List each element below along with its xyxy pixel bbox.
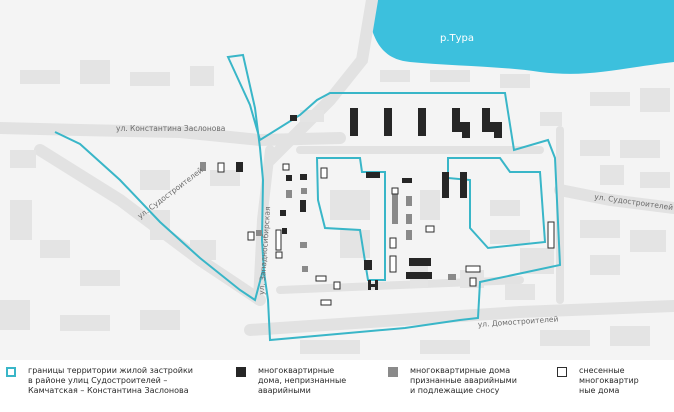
- emergency-buildings: [200, 162, 456, 280]
- legend-sound-label: многоквартирные дома, непризнанные авари…: [258, 366, 347, 395]
- legend-emergency-label: многоквартирные дома признанные аварийны…: [410, 366, 517, 395]
- river-label: р.Тура: [440, 33, 474, 44]
- road-domostroiteley: [244, 300, 674, 336]
- emergency-building-swatch-icon: [388, 367, 398, 377]
- road-sudostroiteley-east: [554, 184, 674, 214]
- road-north-diagonal: [264, 0, 378, 166]
- legend-demolished: снесенные многоквартир ные дома: [557, 366, 639, 396]
- map-legend: границы территории жилой застройки в рай…: [0, 360, 674, 412]
- demolished-buildings: [217, 162, 555, 306]
- legend-emergency: многоквартирные дома признанные аварийны…: [388, 366, 517, 396]
- territory-boundary-west: [54, 131, 264, 302]
- territory-boundary: [226, 53, 562, 342]
- sound-building-swatch-icon: [236, 367, 246, 377]
- background-buildings: [0, 60, 670, 354]
- legend-demolished-label: снесенные многоквартир ные дома: [579, 366, 639, 395]
- legend-sound: многоквартирные дома, непризнанные авари…: [236, 366, 346, 396]
- river-tura: [372, 0, 674, 74]
- inner-exclusion-east: [447, 157, 547, 250]
- street-label-zaslonova: ул. Константина Заслонова: [116, 124, 225, 133]
- legend-boundary: границы территории жилой застройки в рай…: [6, 366, 193, 396]
- boundary-swatch-icon: [6, 367, 16, 377]
- sound-buildings: [236, 108, 502, 290]
- legend-boundary-label: границы территории жилой застройки в рай…: [28, 366, 194, 395]
- demolished-building-swatch-icon: [557, 367, 567, 377]
